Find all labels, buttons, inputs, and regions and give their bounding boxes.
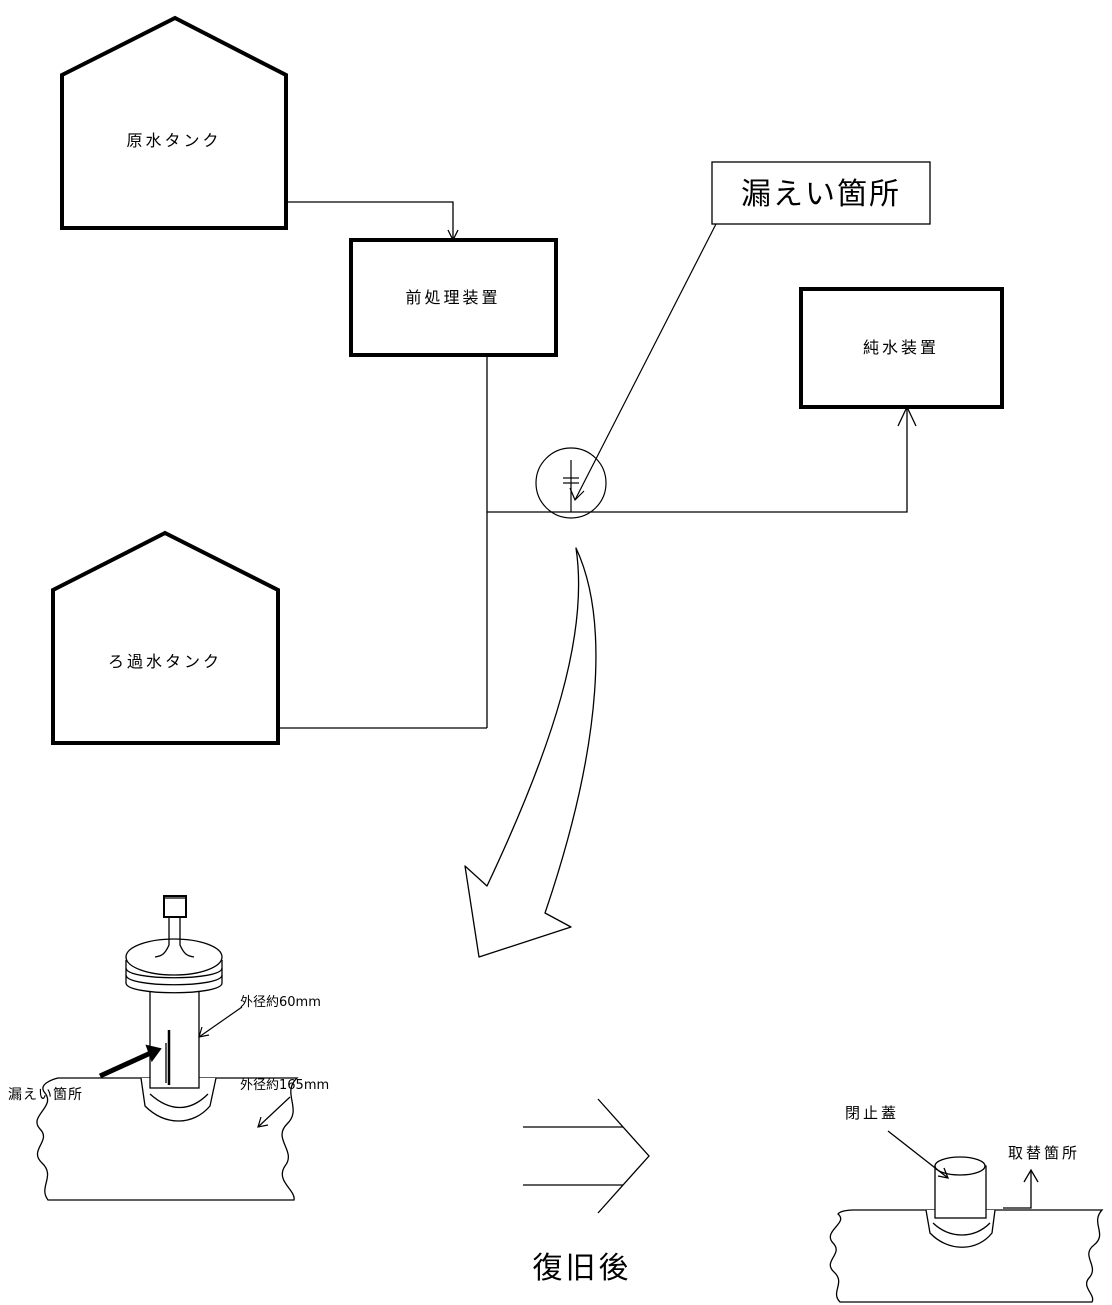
pure-water-unit-label: 純水装置 (863, 338, 939, 357)
recovery-label: 復旧後 (533, 1251, 632, 1286)
replaced-part-label: 取替箇所 (1008, 1144, 1080, 1162)
leak-callout: 漏えい箇所 (569, 161, 931, 502)
detail-before-leak-label: 漏えい箇所 (8, 1086, 83, 1103)
detail-before-annotations: 漏えい箇所 外径約60mm 外径約165mm (8, 995, 329, 1128)
blind-cap-label: 閉止蓋 (845, 1104, 899, 1122)
recovery-arrow (523, 1098, 650, 1214)
piping (278, 201, 917, 729)
arrow-into-pure-water (897, 405, 917, 427)
filtered-water-tank: ろ過水タンク (51, 530, 280, 745)
pretreatment-unit: 前処理装置 (349, 238, 558, 357)
leak-point-marker (535, 447, 607, 519)
filtered-water-tank-label: ろ過水タンク (108, 652, 222, 671)
pipe-raw-to-pretreatment (286, 201, 454, 240)
detail-after (829, 1130, 1104, 1303)
leak-callout-label: 漏えい箇所 (741, 177, 901, 212)
raw-water-tank: 原水タンク (60, 15, 288, 230)
main-pipe-before (36, 1077, 299, 1201)
leak-callout-leader (574, 223, 717, 501)
outer-diameter-lower-label: 外径約165mm (240, 1078, 329, 1093)
outer-diameter-upper-label: 外径約60mm (240, 995, 321, 1010)
zoom-detail-arrow (464, 547, 597, 958)
arrow-into-pretreatment (447, 229, 459, 242)
pretreatment-unit-label: 前処理装置 (405, 288, 500, 307)
leak-arrow (98, 1048, 157, 1079)
pipe-to-pure-water (487, 407, 908, 513)
pure-water-unit: 純水装置 (799, 287, 1004, 409)
detail-before (36, 895, 299, 1201)
main-pipe-after (829, 1209, 1104, 1303)
raw-water-tank-label: 原水タンク (126, 131, 221, 150)
